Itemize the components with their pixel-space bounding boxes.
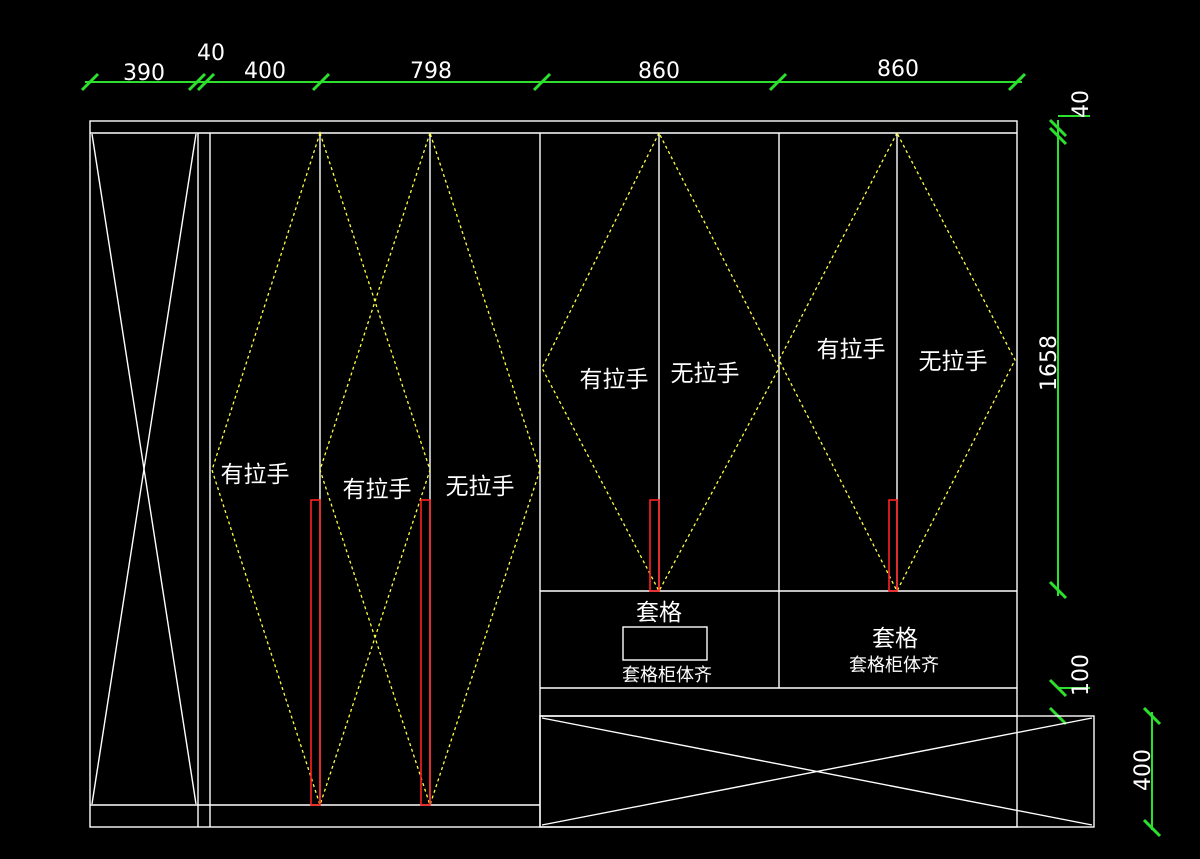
dim-tick: [1048, 580, 1068, 600]
dim-tick: [311, 72, 331, 92]
dim-tick: [196, 72, 216, 92]
nested-cell-box: [622, 626, 708, 661]
top-dimension-chain: 390 40 400 798 860 860: [80, 41, 1027, 92]
dim-right-100: 100: [1069, 654, 1094, 696]
dim-tick: [1142, 706, 1162, 726]
dim-tick: [187, 72, 207, 92]
door-label-has-handle: 有拉手: [343, 477, 412, 503]
dim-tick: [532, 72, 552, 92]
dim-right-40: 40: [1069, 90, 1094, 118]
door-label-has-handle: 有拉手: [221, 462, 290, 488]
dim-tick: [768, 72, 788, 92]
handle-strip: [888, 499, 898, 592]
left-panel-cross: [91, 133, 197, 805]
door-labels: 有拉手 有拉手 无拉手 有拉手 无拉手 有拉手 无拉手: [221, 337, 988, 503]
dim-top-40: 40: [197, 41, 225, 66]
dim-top-860-b: 860: [877, 57, 919, 82]
handle-strip: [420, 499, 431, 806]
cross-line: [91, 133, 197, 805]
door-swing-1: [211, 130, 431, 808]
dim-tick: [1048, 678, 1068, 698]
door-label-has-handle: 有拉手: [817, 337, 886, 363]
door-swing-3: [541, 131, 780, 593]
door-label-no-handle: 无拉手: [919, 349, 988, 375]
handle-strip: [310, 499, 321, 806]
dim-top-798: 798: [410, 59, 452, 84]
nested-cell-label: 套格: [872, 626, 918, 652]
flush-label: 套格柜体齐: [622, 665, 712, 686]
dim-right-1658: 1658: [1037, 335, 1062, 391]
door-swing-4: [778, 131, 1016, 593]
dim-tick: [1142, 818, 1162, 838]
dim-tick: [80, 72, 100, 92]
flush-label: 套格柜体齐: [849, 655, 939, 676]
door-swing-2: [319, 130, 541, 808]
dim-top-390: 390: [123, 61, 165, 86]
nested-cell-label: 套格: [636, 600, 682, 626]
dim-tick: [1048, 118, 1068, 138]
dim-top-400: 400: [244, 59, 286, 84]
dim-tick: [1007, 72, 1027, 92]
dim-top-860-a: 860: [638, 59, 680, 84]
door-label-no-handle: 无拉手: [671, 361, 740, 387]
dim-tick: [1048, 126, 1068, 146]
door-swing-lines: [211, 130, 1016, 808]
dim-right-400: 400: [1131, 749, 1156, 791]
cross-line: [541, 717, 1093, 826]
cabinet-labels: 套格 套格柜体齐 套格 套格柜体齐: [622, 600, 939, 686]
door-label-has-handle: 有拉手: [580, 367, 649, 393]
right-dimension-chain: 40 1658 100 400: [1037, 90, 1162, 838]
base-cabinet-box: [539, 715, 1095, 828]
door-label-no-handle: 无拉手: [446, 474, 515, 500]
handle-strip: [649, 499, 660, 592]
base-cabinet: [539, 715, 1095, 828]
handles: [310, 499, 898, 806]
